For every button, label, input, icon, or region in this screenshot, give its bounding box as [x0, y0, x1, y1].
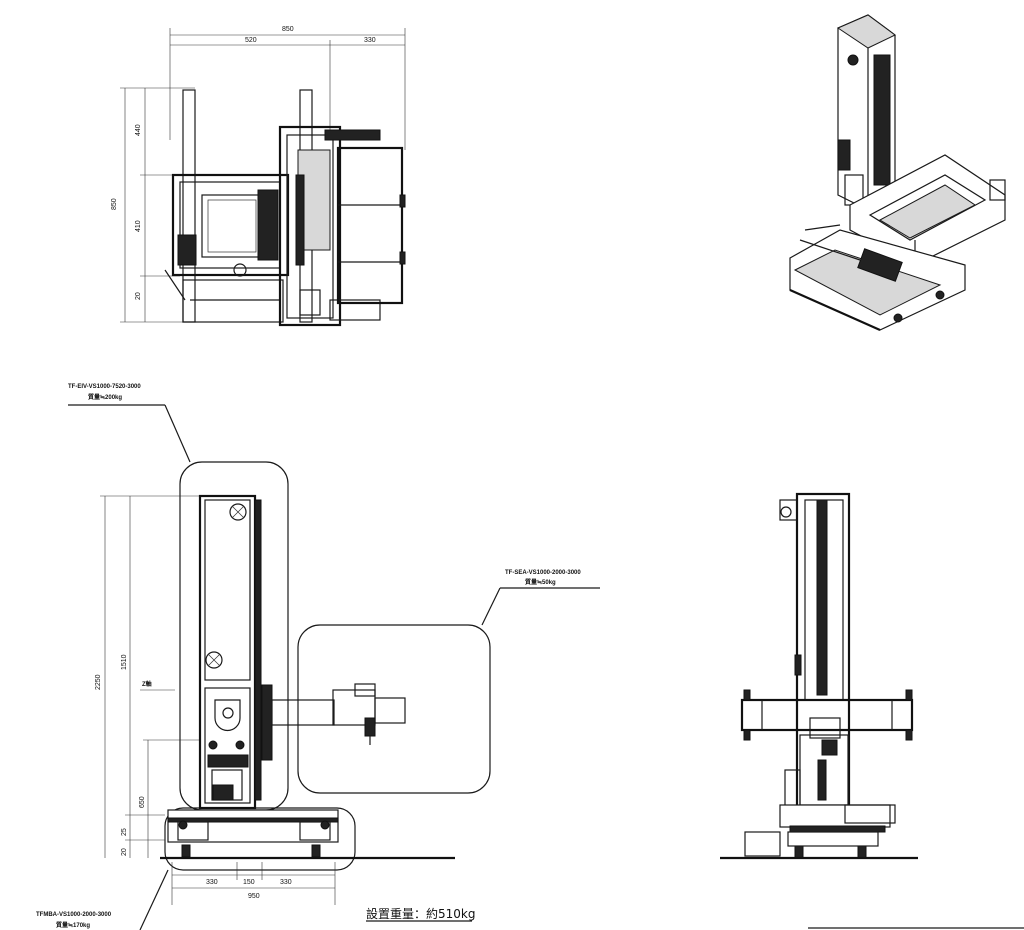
top-dim-right: 330	[364, 37, 376, 44]
top-dim-overall: 850	[282, 26, 294, 33]
top-dim-v3: 20	[135, 292, 142, 300]
front-dim-lower: 650	[139, 796, 146, 808]
callout-right-weight: 質量≒50kg	[525, 578, 556, 586]
front-dim-bottom-c: 330	[280, 879, 292, 886]
top-dim-v2: 410	[135, 220, 142, 232]
callout-bottom-code: TFMBA-VS1000-2000-3000	[36, 912, 112, 918]
callout-bottom-weight: 質量≒170kg	[56, 921, 90, 929]
isometric-view	[789, 14, 1006, 332]
weight-note: 設置重量：約510kg	[366, 906, 475, 921]
top-dim-left: 520	[245, 37, 257, 44]
front-dim-mid: 1510	[121, 654, 128, 670]
top-dim-height: 850	[111, 198, 118, 210]
callout-right-code: TF-SEA-VS1000-2000-3000	[505, 570, 581, 576]
side-view	[720, 492, 918, 860]
front-dim-bottom-b: 150	[243, 879, 255, 886]
front-dim-note: Z軸	[142, 680, 152, 688]
top-dim-v1: 440	[135, 124, 142, 136]
front-dim-bottom-a: 330	[206, 879, 218, 886]
callout-upper-code: TF-EIV-VS1000-7520-3000	[68, 384, 141, 390]
callout-upper-weight: 質量≒200kg	[88, 393, 122, 401]
front-view: TF-EIV-VS1000-7520-3000 質量≒200kg TF-SEA-…	[36, 384, 600, 930]
front-dim-bottom-total: 950	[248, 893, 260, 900]
front-dim-height: 2250	[95, 674, 102, 690]
front-dim-base: 20	[121, 848, 128, 856]
front-dim-small: 25	[121, 828, 128, 836]
top-view: 850 520 330 850 440 410 20	[111, 26, 406, 327]
